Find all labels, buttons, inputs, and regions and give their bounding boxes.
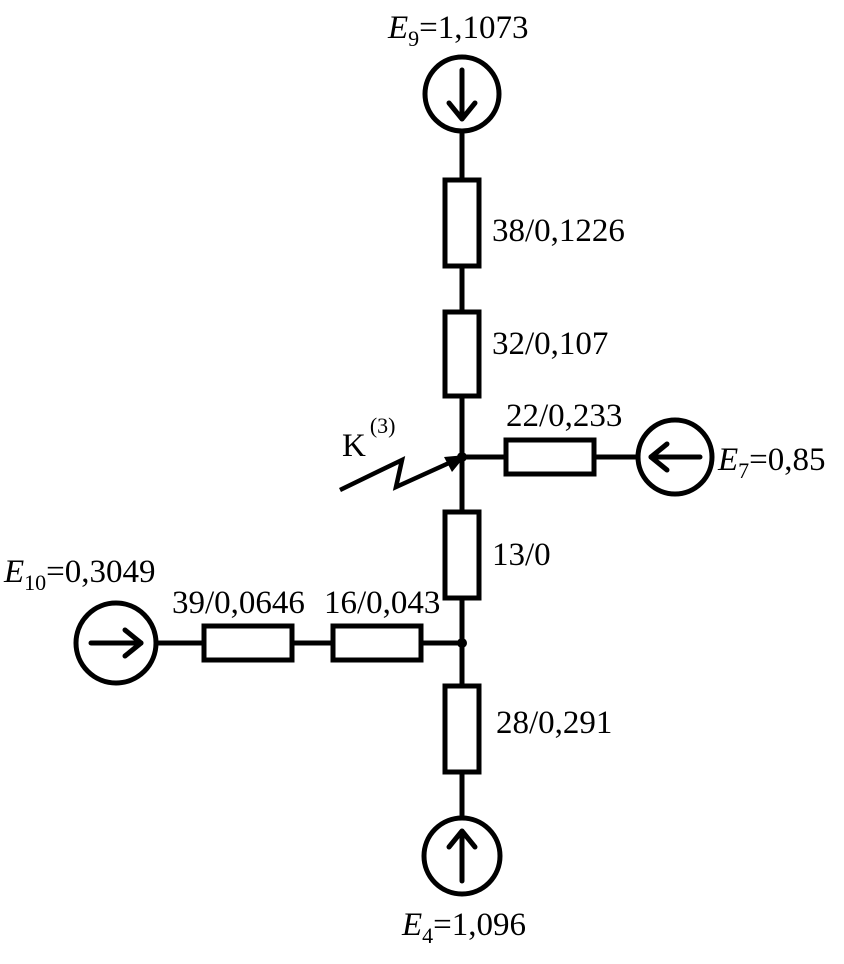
resistor-labels: 38/0,1226 32/0,107 22/0,233 13/0 39/0,06… — [172, 213, 625, 741]
resistor-22-label: 22/0,233 — [506, 398, 622, 434]
source-e4 — [421, 815, 503, 897]
source-e7-letter: E — [717, 442, 738, 478]
source-e10-label: E10=0,3049 — [3, 554, 156, 595]
resistor-16 — [330, 623, 424, 663]
source-e7-index: 7 — [738, 458, 749, 483]
fault-symbol — [339, 455, 466, 493]
source-e9 — [422, 54, 502, 134]
resistor-39 — [201, 623, 295, 663]
source-e9-letter: E — [387, 10, 408, 46]
arrow-right-icon — [88, 627, 144, 659]
fault-arrowhead-icon — [444, 455, 466, 472]
source-e10-letter: E — [3, 554, 24, 590]
resistor-32 — [442, 309, 482, 399]
source-e9-value: =1,1073 — [419, 10, 528, 46]
source-e10-index: 10 — [24, 570, 46, 595]
fault-superscript: (3) — [370, 413, 396, 438]
fault-lightning-icon — [339, 455, 461, 493]
source-e9-label: E9=1,1073 — [387, 10, 529, 51]
arrow-up-icon — [446, 828, 478, 884]
source-e4-index: 4 — [422, 923, 433, 948]
source-e9-index: 9 — [408, 26, 419, 51]
resistor-13-label: 13/0 — [492, 537, 551, 573]
resistor-28-label: 28/0,291 — [496, 705, 612, 741]
source-e4-label: E4=1,096 — [401, 907, 526, 948]
resistor-13 — [442, 509, 482, 601]
resistor-16-label: 16/0,043 — [324, 585, 440, 621]
source-e7 — [635, 417, 715, 497]
arrow-left-icon — [648, 441, 703, 473]
resistor-39-label: 39/0,0646 — [172, 585, 305, 621]
source-e7-label: E7=0,85 — [717, 442, 826, 483]
fault-label: K(3) — [342, 413, 396, 464]
resistor-38 — [442, 177, 482, 269]
arrow-down-icon — [446, 67, 478, 122]
source-e4-value: =1,096 — [433, 907, 526, 943]
resistor-32-label: 32/0,107 — [492, 326, 608, 362]
source-e10 — [73, 600, 159, 686]
resistors — [201, 177, 597, 775]
resistor-22 — [503, 437, 597, 477]
resistor-38-label: 38/0,1226 — [492, 213, 625, 249]
source-e10-value: =0,3049 — [46, 554, 155, 590]
lower-node-dot — [457, 638, 467, 648]
fault-letter: K — [342, 428, 366, 464]
wires — [158, 130, 638, 818]
source-e7-value: =0,85 — [749, 442, 825, 478]
resistor-28 — [442, 683, 482, 775]
source-e4-letter: E — [401, 907, 422, 943]
